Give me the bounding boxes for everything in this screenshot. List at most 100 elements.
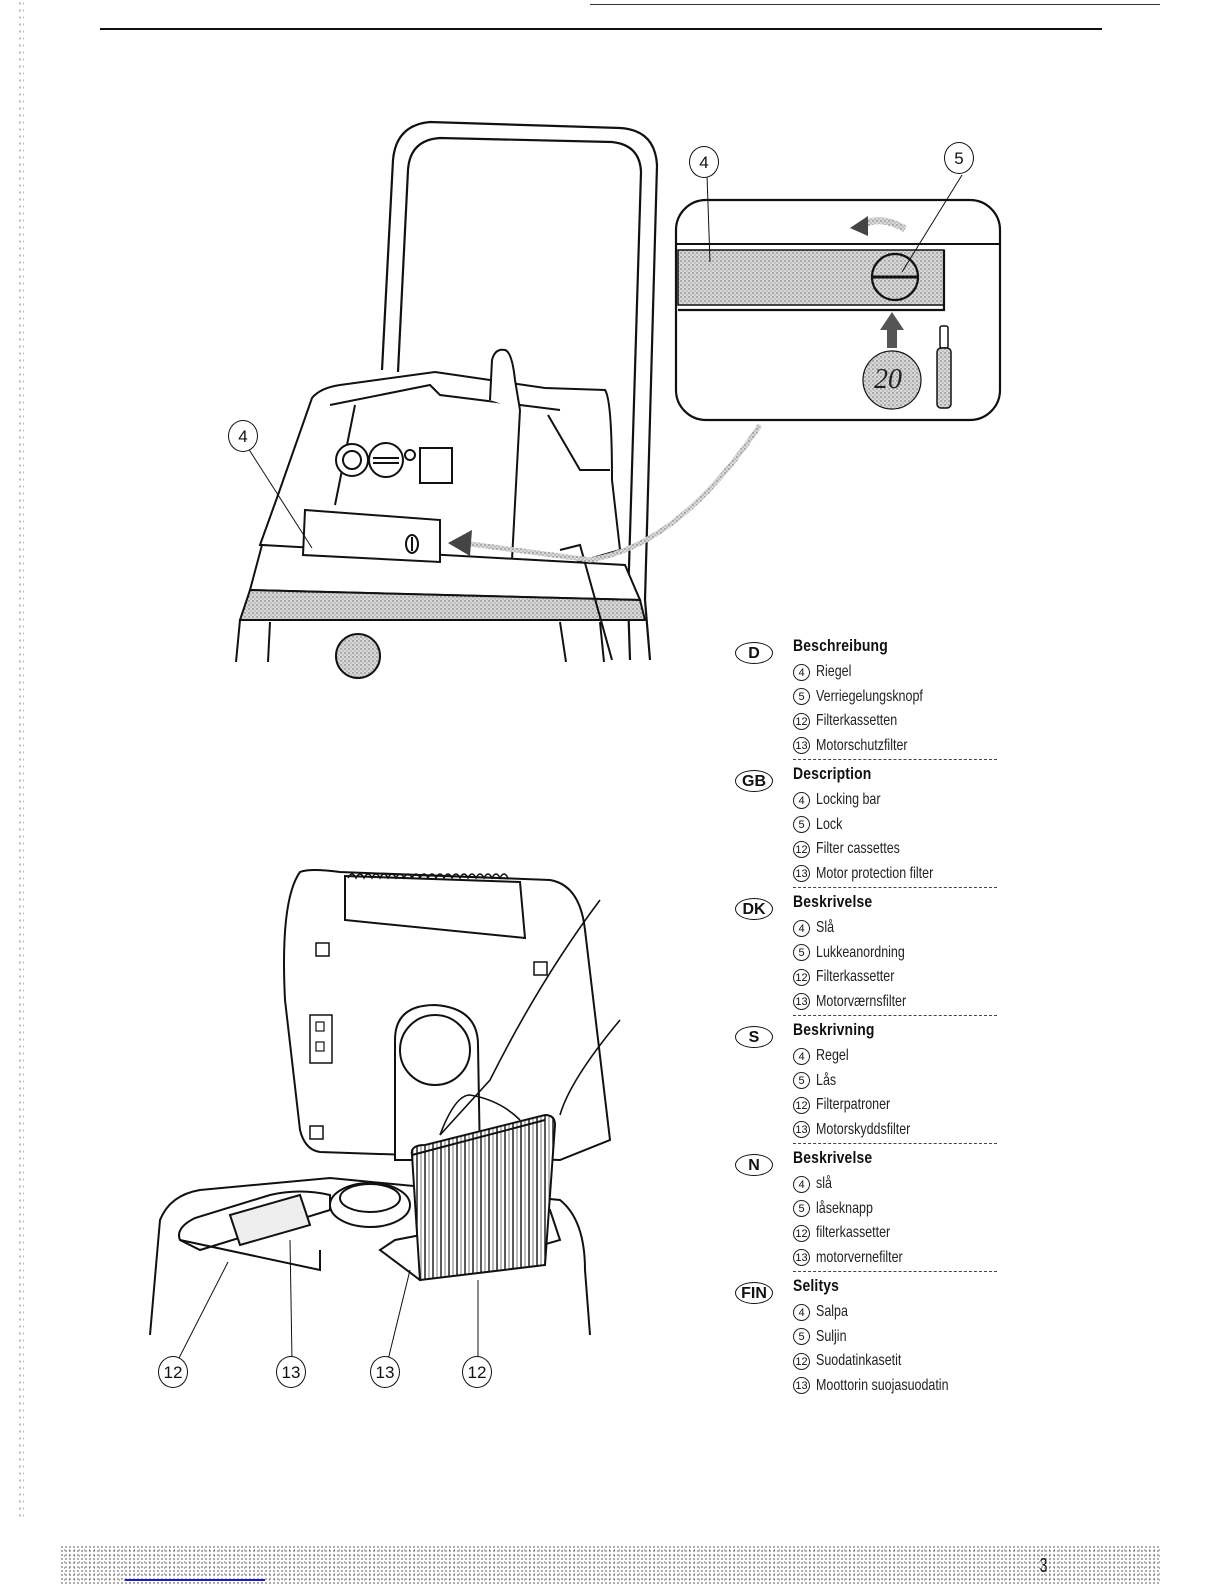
scan-edge-rule [590,4,1160,5]
language-badge: D [735,642,773,664]
part-number: 4 [793,1303,810,1321]
part-label: Suodatinkasetit [816,1352,902,1370]
part-label: Filterkassetten [816,712,898,730]
legend-item: 12 filterkassetter [793,1221,927,1246]
legend-heading: Description [793,764,872,783]
language-badge: GB [735,770,773,792]
legend-item: 13 Moottorin suojasuodatin [793,1374,986,1399]
part-number: 13 [793,737,810,755]
callout-4-inset: 4 [689,146,719,178]
part-number: 12 [793,840,810,858]
part-label: Salpa [816,1303,848,1321]
part-label: Verriegelungsknopf [816,687,923,705]
legend-block-dk: DK Beskrivelse 4 Slå 5 Lukkeanordning 12 Fi… [735,887,997,1018]
part-label: filterkassetter [816,1224,891,1242]
legend-item: 12 Suodatinkasetit [793,1349,986,1374]
header-rule [100,28,1102,30]
callout-13-left: 13 [276,1356,306,1388]
part-number: 4 [793,1047,810,1065]
part-label: Lock [816,815,843,833]
legend-heading: Beskrivelse [793,1148,873,1167]
legend-item: 5 Lukkeanordning [793,941,932,966]
part-label: Filterkassetter [816,968,895,986]
part-label: Motorværnsfilter [816,992,907,1010]
figure-filter-cassettes [149,869,621,1360]
cord-arrow-line [462,423,763,563]
callout-12-right: 12 [462,1356,492,1388]
language-badge: S [735,1026,773,1048]
part-number: 5 [793,816,810,834]
part-number: 4 [793,791,810,809]
scan-margin-noise [18,0,24,1520]
part-label: Lukkeanordning [816,943,905,961]
legend-item: 4 Slå [793,916,932,941]
part-label: låseknapp [816,1199,873,1217]
part-number: 4 [793,1175,810,1193]
legend-heading: Beskrivning [793,1020,875,1039]
part-label: Moottorin suojasuodatin [816,1376,949,1394]
legend-item: 4 slå [793,1172,927,1197]
part-number: 13 [793,865,810,883]
part-label: Motorskyddsfilter [816,1120,911,1138]
legend-heading: Beschreibung [793,636,888,655]
part-number: 4 [793,919,810,937]
legend-item: 13 Motorschutzfilter [793,734,953,759]
part-label: Regel [816,1047,849,1065]
legend-item: 5 Suljin [793,1325,986,1350]
part-number: 13 [793,993,810,1011]
part-label: slå [816,1175,832,1193]
vacuum-body [235,508,647,679]
part-number: 4 [793,663,810,681]
legend-heading: Beskrivelse [793,892,873,911]
footer-link-underline[interactable] [125,1579,265,1581]
legend-item: 12 Filterkassetter [793,965,932,990]
coin-value: 20 [874,364,902,395]
page-number: 3 [1039,1555,1048,1577]
legend-item: 12 Filter cassettes [793,837,966,862]
legend-item: 4 Regel [793,1044,937,1069]
part-label: Filter cassettes [816,840,900,858]
footer-halftone-band [60,1545,1160,1585]
part-label: Filterpatroner [816,1096,891,1114]
part-number: 5 [793,688,810,706]
callout-4-main: 4 [228,420,258,452]
legend-block-de: D Beschreibung 4 Riegel 5 Verriegelungskno… [735,634,997,762]
part-label: Slå [816,919,835,937]
legend-item: 5 Lock [793,813,966,838]
callout-12-left: 12 [158,1356,188,1388]
parts-legend: D Beschreibung 4 Riegel 5 Verriegelungskno… [735,634,997,1402]
detail-inset [674,198,1002,422]
language-badge: DK [735,898,773,920]
part-number: 12 [793,1352,810,1370]
part-number: 13 [793,1377,810,1395]
legend-item: 4 Riegel [793,660,953,685]
callout-5-inset: 5 [944,142,974,174]
part-label: Motorschutzfilter [816,736,908,754]
part-number: 13 [793,1249,810,1267]
part-label: motorvernefilter [816,1248,903,1266]
legend-heading: Selitys [793,1276,840,1295]
callout-13-right: 13 [370,1356,400,1388]
part-number: 12 [793,968,810,986]
arrow-head [448,530,472,556]
legend-item: 13 Motorværnsfilter [793,990,932,1015]
legend-item: 12 Filterkassetten [793,709,953,734]
part-number: 12 [793,712,810,730]
part-number: 5 [793,1072,810,1090]
part-number: 5 [793,944,810,962]
part-label: Riegel [816,663,852,681]
legend-item: 5 Verriegelungsknopf [793,685,953,710]
part-number: 12 [793,1224,810,1242]
part-number: 5 [793,1328,810,1346]
part-label: Suljin [816,1327,847,1345]
part-number: 5 [793,1200,810,1218]
